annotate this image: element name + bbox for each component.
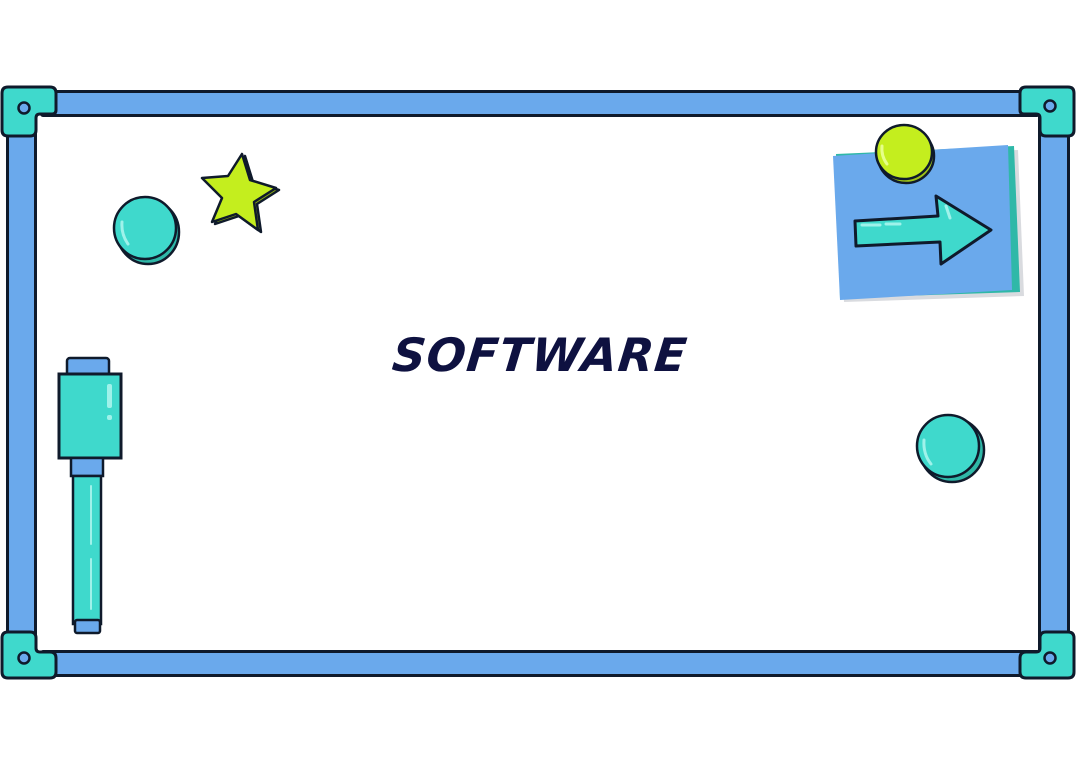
lime-magnet-icon bbox=[874, 123, 936, 185]
top-right-corner-bracket-icon bbox=[1018, 85, 1076, 138]
top-left-corner-bracket-icon bbox=[0, 85, 58, 138]
frame-left-bar bbox=[6, 110, 37, 660]
right-arrow-icon bbox=[853, 194, 993, 266]
bottom-right-corner-bracket-icon bbox=[1018, 630, 1076, 680]
marker-icon bbox=[57, 356, 123, 635]
frame-top-bar bbox=[40, 90, 1040, 117]
teal-magnet-icon bbox=[915, 413, 986, 484]
bottom-left-corner-bracket-icon bbox=[0, 630, 58, 680]
sticky-note bbox=[833, 145, 1024, 302]
teal-magnet-icon bbox=[112, 195, 181, 266]
frame-bottom-bar bbox=[40, 650, 1040, 677]
whiteboard-title: SOFTWARE bbox=[389, 328, 691, 382]
star-magnet-icon bbox=[200, 152, 281, 234]
frame-right-bar bbox=[1038, 110, 1070, 660]
